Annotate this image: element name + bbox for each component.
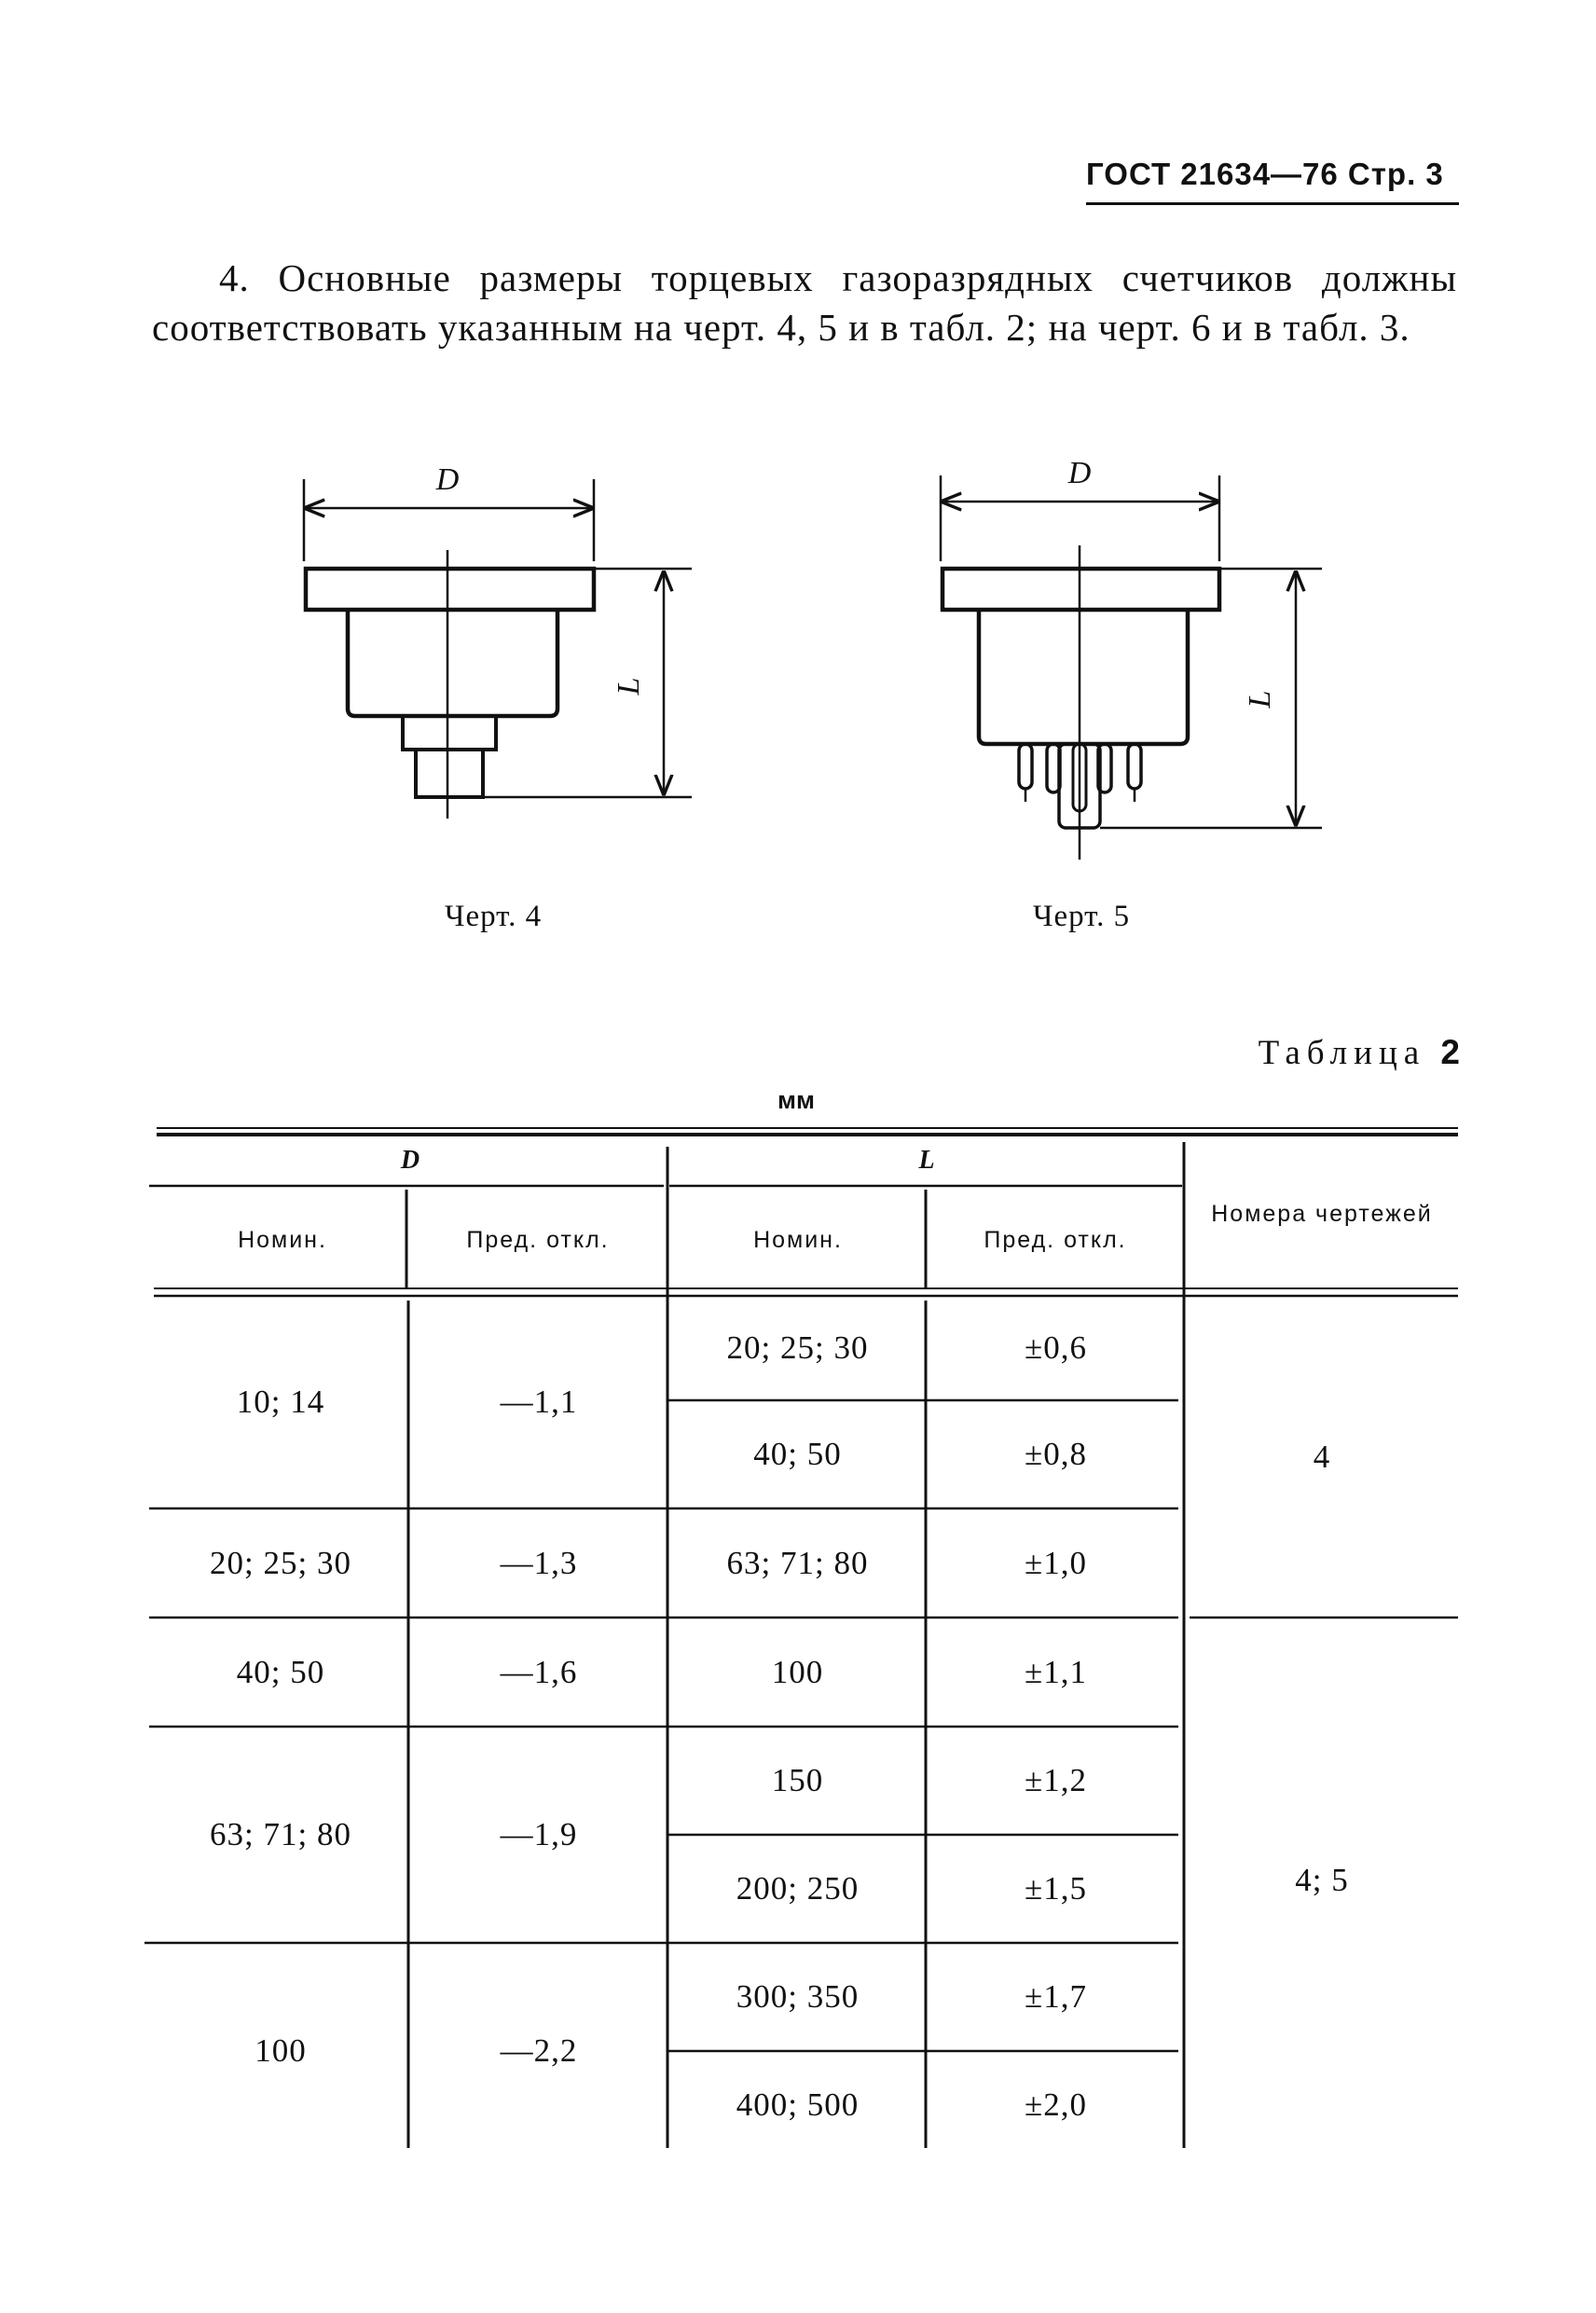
technical-drawings: D L D L	[302, 457, 1322, 860]
d-deviation-cell: —1,3	[500, 1544, 578, 1581]
d-nominal-cell: 100	[255, 2032, 307, 2069]
figure-5-drawing	[939, 475, 1322, 860]
table-title-word: Таблица	[1258, 1034, 1426, 1072]
l-nominal-cell: 400; 500	[736, 2086, 860, 2123]
d-deviation-cell: —1,9	[500, 1816, 578, 1852]
l-deviation-cell: ±1,5	[1025, 1870, 1087, 1907]
l-deviation-cell: ±1,0	[1025, 1544, 1087, 1581]
header-rule	[1086, 202, 1459, 205]
figure-4-caption: Черт. 4	[445, 900, 543, 933]
d-nominal-cell: 20; 25; 30	[210, 1544, 351, 1581]
l-nominal-cell: 20; 25; 30	[726, 1329, 869, 1366]
l-deviation-cell: ±1,7	[1025, 1978, 1087, 2015]
l-nominal-cell: 100	[771, 1653, 824, 1690]
l-deviation-cell: ±0,8	[1025, 1436, 1087, 1472]
l-deviation-cell: ±1,2	[1025, 1762, 1087, 1798]
figure-5-d-label: D	[1067, 457, 1092, 490]
table-title-number: 2	[1440, 1033, 1460, 1071]
l-nominal-cell: 150	[771, 1762, 824, 1798]
d-deviation-cell: —2,2	[500, 2032, 578, 2069]
table-title: Таблица 2	[1221, 1033, 1460, 1073]
header-l: L	[918, 1146, 935, 1175]
d-deviation-cell: —1,6	[500, 1653, 578, 1690]
figure-4-d-label: D	[435, 462, 460, 497]
l-nominal-cell: 40; 50	[753, 1436, 842, 1472]
figure-4-l-label: L	[612, 678, 646, 696]
header-d: D	[400, 1146, 420, 1175]
header-drawing-numbers: Номера чертежей	[1211, 1201, 1433, 1227]
header-d-deviation: Пред. откл.	[466, 1226, 610, 1253]
header-d-nominal: Номин.	[238, 1226, 327, 1253]
l-nominal-cell: 300; 350	[736, 1978, 860, 2015]
body-paragraph: 4. Основные размеры торцевых газоразрядн…	[152, 256, 1457, 349]
figure-5-caption: Черт. 5	[1033, 900, 1131, 933]
figure-4-drawing	[302, 479, 692, 819]
header-l-nominal: Номин.	[753, 1226, 843, 1253]
d-deviation-cell: —1,1	[500, 1384, 578, 1420]
l-nominal-cell: 200; 250	[736, 1870, 860, 1907]
l-deviation-cell: ±0,6	[1025, 1329, 1087, 1366]
header-l-deviation: Пред. откл.	[984, 1226, 1127, 1253]
d-nominal-cell: 10; 14	[236, 1384, 325, 1420]
figure-5-l-label: L	[1243, 691, 1277, 709]
drawing-numbers-cell: 4; 5	[1295, 1862, 1349, 1898]
d-nominal-cell: 63; 71; 80	[210, 1816, 351, 1852]
l-nominal-cell: 63; 71; 80	[726, 1544, 869, 1581]
drawing-numbers-cell: 4	[1313, 1438, 1331, 1475]
l-deviation-cell: ±2,0	[1025, 2086, 1087, 2123]
l-deviation-cell: ±1,1	[1025, 1653, 1087, 1690]
table-units: мм	[777, 1086, 815, 1114]
d-nominal-cell: 40; 50	[236, 1653, 325, 1690]
page-header: ГОСТ 21634—76 Стр. 3	[1086, 157, 1444, 191]
